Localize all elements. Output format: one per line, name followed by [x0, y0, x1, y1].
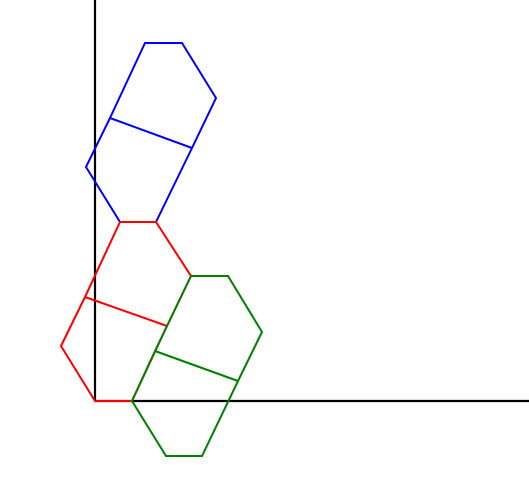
red-hexagon	[59, 221, 193, 402]
blue-divider	[109, 117, 193, 149]
green-divider	[154, 350, 239, 382]
green-outline	[130, 275, 264, 457]
red-divider	[84, 296, 168, 327]
blue-hexagon-pair	[84, 42, 218, 223]
green-hexagon-pair	[130, 275, 264, 457]
